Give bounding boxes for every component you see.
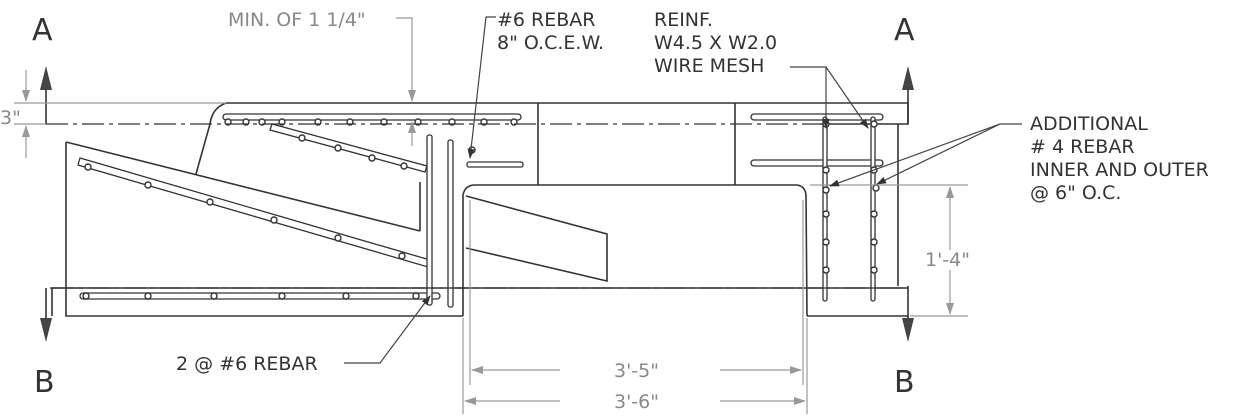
- rebar-dot: [872, 184, 880, 192]
- reinf-callout-line1: REINF.: [654, 9, 713, 31]
- rebar-6-callout-line1: #6 REBAR: [497, 9, 596, 31]
- dim-height: 1'-4": [925, 249, 970, 271]
- reinf-callout-line3: WIRE MESH: [654, 55, 764, 77]
- rebar-dot: [822, 210, 830, 218]
- rebar-dot: [822, 238, 830, 246]
- upper-sloped-rebar: [269, 123, 428, 173]
- rebar-dot: [468, 146, 476, 154]
- rebar-dot: [334, 234, 342, 242]
- rebar-dot: [334, 144, 342, 152]
- two-rebar-callout: 2 @ #6 REBAR: [176, 353, 318, 375]
- rebar-dot: [82, 292, 90, 300]
- rebar-dot: [144, 181, 152, 189]
- dim-outer-width: 3'-6": [614, 391, 659, 413]
- rebar-dot: [822, 166, 830, 174]
- rebar-dot: [870, 210, 878, 218]
- bottom-rebar: [79, 292, 441, 300]
- structure-outline: [50, 102, 909, 317]
- leader-lines: [344, 16, 1022, 364]
- rebar-dot: [398, 252, 406, 260]
- rebar-group: [77, 113, 884, 308]
- right-top-rebar: [750, 113, 884, 121]
- rebar-dots: [82, 118, 880, 300]
- right-vertical-rebar-1: [822, 116, 828, 302]
- rebar-dot: [400, 162, 408, 170]
- additional-callout-line4: @ 6" O.C.: [1030, 182, 1121, 204]
- rebar-6-callout-line2: 8" O.C.E.W.: [497, 32, 604, 54]
- right-vertical-rebar-2: [870, 116, 876, 302]
- section-label-a-left: A: [32, 13, 53, 48]
- rebar-dot: [870, 238, 878, 246]
- additional-callout-line3: INNER AND OUTER: [1030, 159, 1209, 181]
- dim-top-cover: 3": [0, 107, 21, 129]
- rebar-dot: [278, 292, 286, 300]
- rebar-dot: [822, 186, 830, 194]
- additional-callout-line2: # 4 REBAR: [1030, 136, 1135, 158]
- min-cover-callout: MIN. OF 1 1/4": [228, 9, 366, 31]
- rebar-dot: [822, 266, 830, 274]
- section-arrow-b-right: [902, 318, 914, 342]
- section-arrow-b-left: [40, 318, 52, 342]
- labels: A A B B MIN. OF 1 1/4" #6 REBAR 8" O.C.E…: [0, 9, 1209, 413]
- rebar-dot: [84, 163, 92, 171]
- vertical-rebar-1: [426, 134, 433, 306]
- rebar-dot: [368, 154, 376, 162]
- rebar-dot: [210, 292, 218, 300]
- top-rebar: [222, 113, 522, 121]
- right-mid-rebar: [750, 159, 884, 167]
- section-arrow-a-right: [902, 66, 914, 90]
- rebar-dot: [298, 134, 306, 142]
- section-label-b-left: B: [34, 365, 55, 400]
- lower-sloped-rebar: [77, 157, 431, 268]
- section-cut-lines: [40, 66, 914, 342]
- section-arrow-a-left: [40, 66, 52, 90]
- rebar-dot: [206, 198, 214, 206]
- dim-inner-width: 3'-5": [614, 360, 659, 382]
- section-label-b-right: B: [894, 365, 915, 400]
- middle-rebar: [466, 161, 524, 168]
- section-label-a-right: A: [894, 13, 915, 48]
- rebar-dot: [870, 120, 878, 128]
- vertical-rebar-2: [447, 139, 454, 308]
- rebar-dot: [870, 266, 878, 274]
- reinf-callout-line2: W4.5 X W2.0: [654, 32, 777, 54]
- additional-callout-line1: ADDITIONAL: [1030, 113, 1148, 135]
- rebar-dot: [342, 292, 350, 300]
- rebar-dot: [144, 292, 152, 300]
- rebar-dot: [270, 216, 278, 224]
- rebar-dot: [412, 292, 420, 300]
